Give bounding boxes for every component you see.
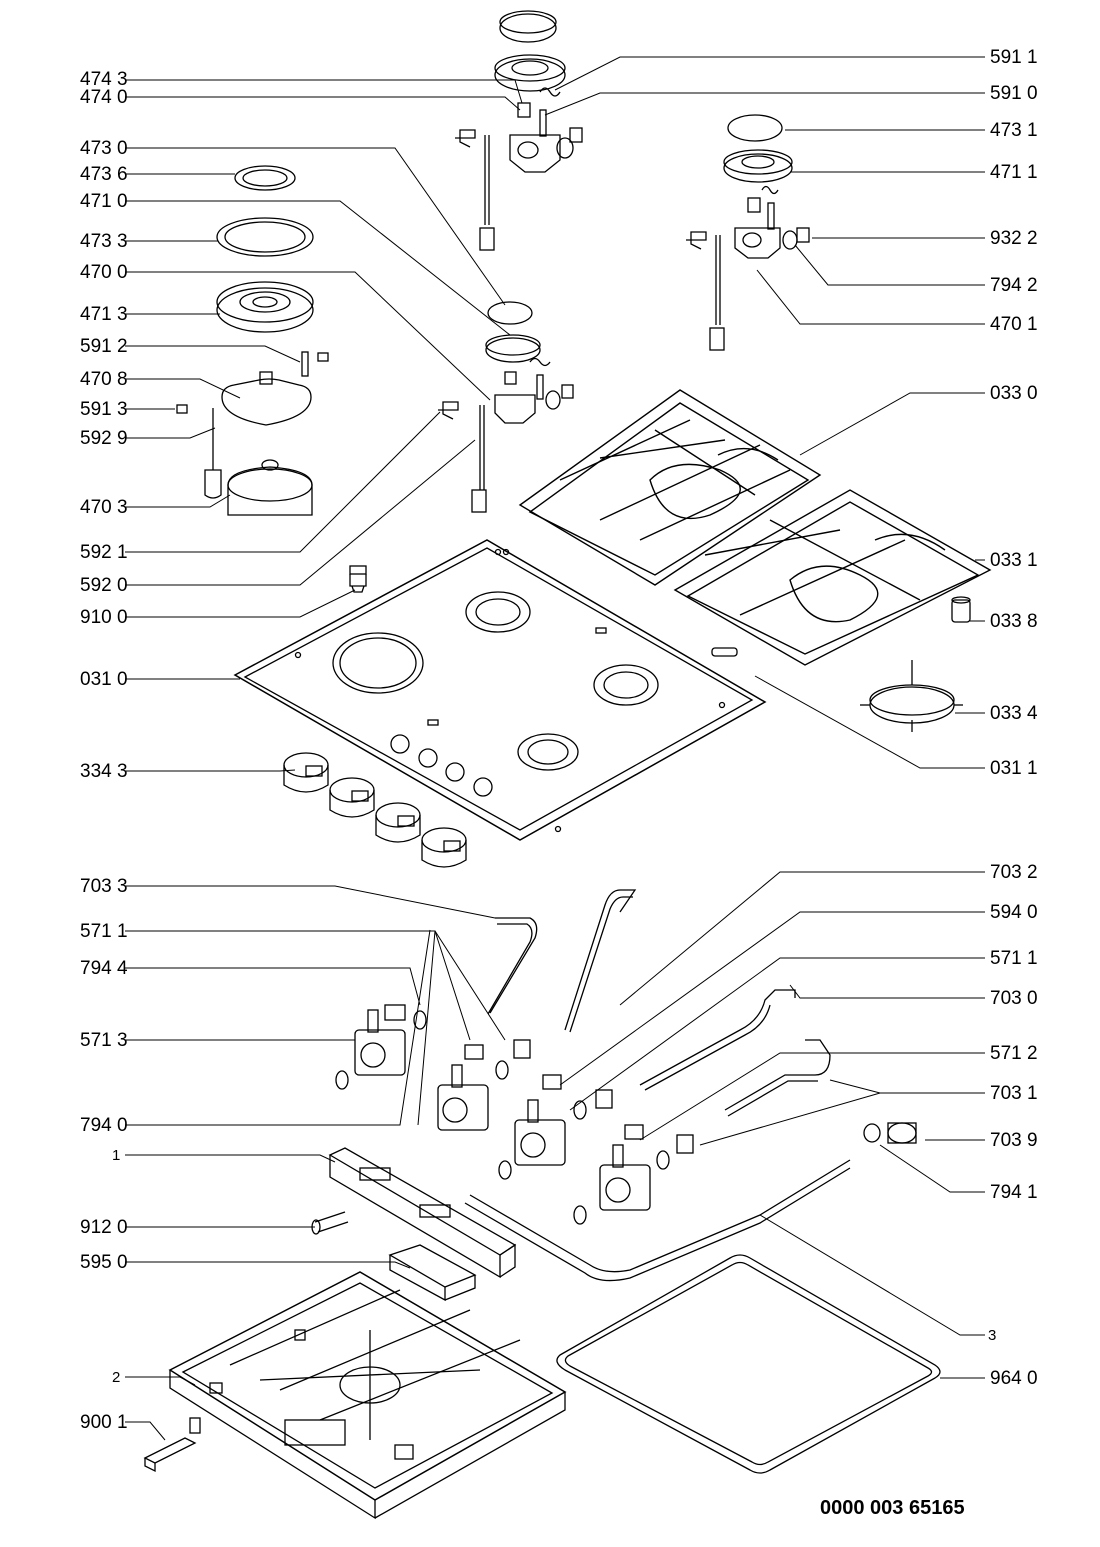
part-label-0331: 033 1 (990, 550, 1038, 571)
part-label-5940: 594 0 (990, 902, 1038, 923)
gas-pipes (464, 889, 917, 1282)
part-label-5950: 595 0 (80, 1252, 128, 1273)
part-label-4700: 470 0 (80, 262, 128, 283)
part-label-5910: 591 0 (990, 83, 1038, 104)
part-label-7032: 703 2 (990, 862, 1038, 883)
burner-left-wok (176, 165, 329, 516)
burner-right-rear (686, 114, 810, 351)
tap-bracket (328, 1147, 517, 1279)
fixing-bracket (143, 1417, 201, 1473)
part-label-7940: 794 0 (80, 1115, 128, 1136)
part-label-7944: 794 4 (80, 958, 128, 979)
burner-center-small (438, 301, 574, 513)
part-label-4736: 473 6 (80, 164, 128, 185)
burner-rear-center (455, 10, 583, 251)
part-label-7030: 703 0 (990, 988, 1038, 1009)
spark-generator (388, 1244, 477, 1302)
leader-lines-left (125, 79, 523, 1441)
gas-taps (335, 1004, 694, 1225)
part-label-7033: 703 3 (80, 876, 128, 897)
part-label-4710: 471 0 (80, 191, 128, 212)
screw (311, 1211, 349, 1235)
part-label-7941: 794 1 (990, 1182, 1038, 1203)
part-label-7942: 794 2 (990, 275, 1038, 296)
part-label-4708: 470 8 (80, 369, 128, 390)
part-label-7031: 703 1 (990, 1083, 1038, 1104)
part-label-5711-left: 571 1 (80, 921, 128, 942)
pan-support-right (673, 489, 992, 666)
part-label-4703: 470 3 (80, 497, 128, 518)
part-label-5921: 592 1 (80, 542, 128, 563)
part-label-4713: 471 3 (80, 304, 128, 325)
bottom-casing (168, 1271, 567, 1520)
part-label-2: 2 (112, 1369, 121, 1386)
leader-lines-right (544, 56, 985, 1379)
part-label-9640: 964 0 (990, 1368, 1038, 1389)
control-knobs (283, 752, 467, 868)
pan-support-left (518, 389, 822, 586)
part-label-5913: 591 3 (80, 399, 128, 420)
part-label-0334: 033 4 (990, 703, 1038, 724)
part-label-5712: 571 2 (990, 1043, 1038, 1064)
part-label-7039: 703 9 (990, 1130, 1038, 1151)
part-label-4731: 473 1 (990, 120, 1038, 141)
part-label-4730: 473 0 (80, 138, 128, 159)
part-label-4733: 473 3 (80, 231, 128, 252)
part-label-5911: 591 1 (990, 47, 1038, 68)
wok-ring-and-feet (349, 565, 971, 732)
part-label-0330: 033 0 (990, 383, 1038, 404)
part-label-9001: 900 1 (80, 1412, 128, 1433)
part-label-9322: 932 2 (990, 228, 1038, 249)
part-label-5912: 591 2 (80, 336, 128, 357)
part-label-3: 3 (988, 1327, 997, 1344)
part-label-9120: 912 0 (80, 1217, 128, 1238)
part-label-4740: 474 0 (80, 87, 128, 108)
part-label-4743: 474 3 (80, 69, 128, 90)
part-label-5711-right: 571 1 (990, 948, 1038, 969)
document-number: 0000 003 65165 (820, 1497, 965, 1519)
part-label-9100: 910 0 (80, 607, 128, 628)
part-label-0338: 033 8 (990, 611, 1038, 632)
part-label-0310: 031 0 (80, 669, 128, 690)
part-label-5920: 592 0 (80, 575, 128, 596)
part-label-0311: 031 1 (990, 758, 1038, 779)
hob-seal (556, 1254, 941, 1474)
part-label-1: 1 (112, 1147, 121, 1164)
part-label-3343: 334 3 (80, 761, 128, 782)
part-label-4701: 470 1 (990, 314, 1038, 335)
part-label-5713: 571 3 (80, 1030, 128, 1051)
part-label-4711: 471 1 (990, 162, 1038, 183)
hob-top-plate (233, 539, 767, 841)
part-label-5929: 592 9 (80, 428, 128, 449)
